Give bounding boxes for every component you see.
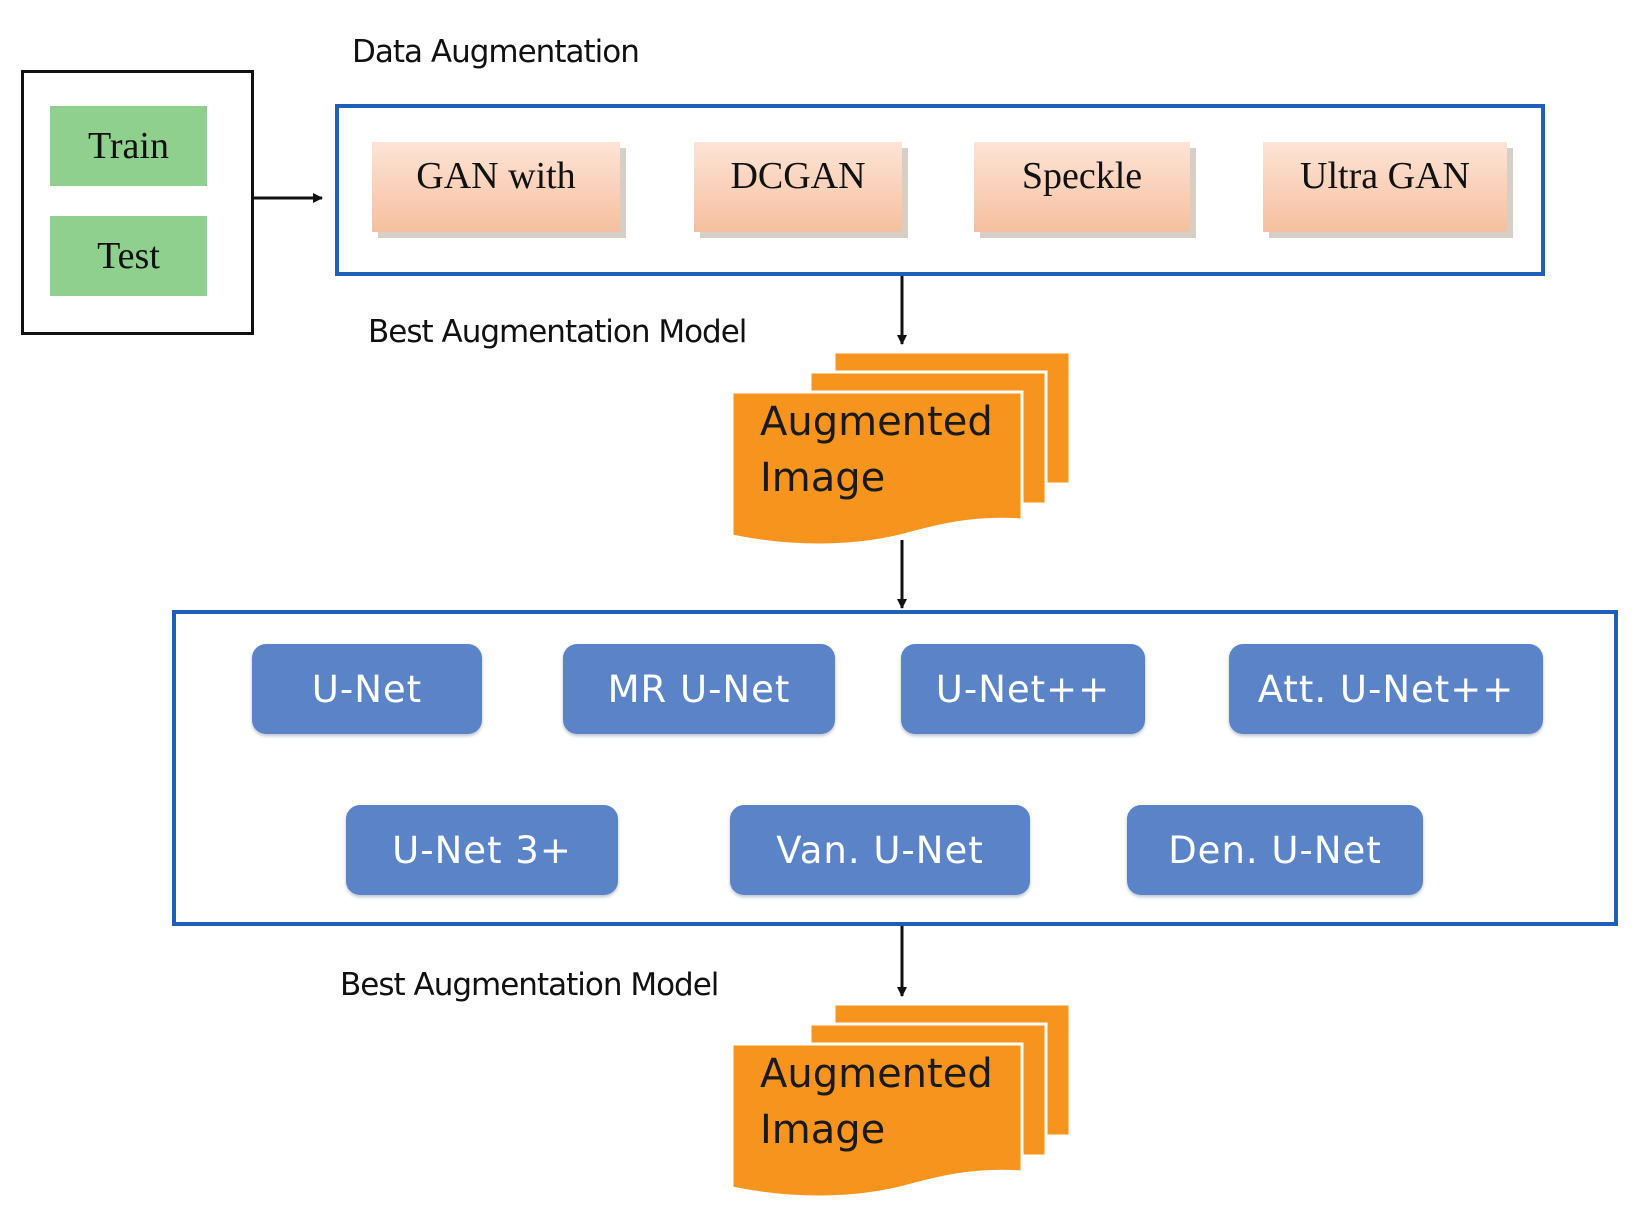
- model-u-net: U-Net: [252, 644, 482, 734]
- augmented-image-line1: Augmented: [760, 1051, 993, 1097]
- train-box: Train: [50, 106, 207, 186]
- data-augmentation-label: Data Augmentation: [352, 34, 640, 70]
- document-stack-shape: [730, 1002, 1070, 1199]
- augmentation-method-gan-with: GAN with: [372, 142, 620, 232]
- best-augmentation-model-label-2: Best Augmentation Model: [340, 967, 719, 1003]
- augmented-image-stack-1: Augmented Image: [730, 350, 1070, 570]
- augmentation-method-ultra-gan: Ultra GAN: [1263, 142, 1507, 232]
- test-box: Test: [50, 216, 207, 296]
- model-den-u-net: Den. U-Net: [1127, 805, 1423, 895]
- model-u-net-3-plus: U-Net 3+: [346, 805, 618, 895]
- augmented-image-stack-2: Augmented Image: [730, 1002, 1070, 1222]
- model-att-u-net-plus-plus: Att. U-Net++: [1229, 644, 1543, 734]
- model-mr-u-net: MR U-Net: [563, 644, 835, 734]
- augmentation-method-speckle: Speckle: [974, 142, 1190, 232]
- dataset-box: Train Test: [21, 70, 254, 335]
- augmented-image-text-2: Augmented Image: [760, 1046, 993, 1158]
- document-stack-shape: [730, 350, 1070, 547]
- model-u-net-plus-plus: U-Net++: [901, 644, 1145, 734]
- model-van-u-net: Van. U-Net: [730, 805, 1030, 895]
- augmentation-method-dcgan: DCGAN: [694, 142, 902, 232]
- augmented-image-line2: Image: [760, 455, 886, 501]
- best-augmentation-model-label-1: Best Augmentation Model: [368, 314, 747, 350]
- augmented-image-line2: Image: [760, 1107, 886, 1153]
- augmented-image-text-1: Augmented Image: [760, 394, 993, 506]
- augmented-image-line1: Augmented: [760, 399, 993, 445]
